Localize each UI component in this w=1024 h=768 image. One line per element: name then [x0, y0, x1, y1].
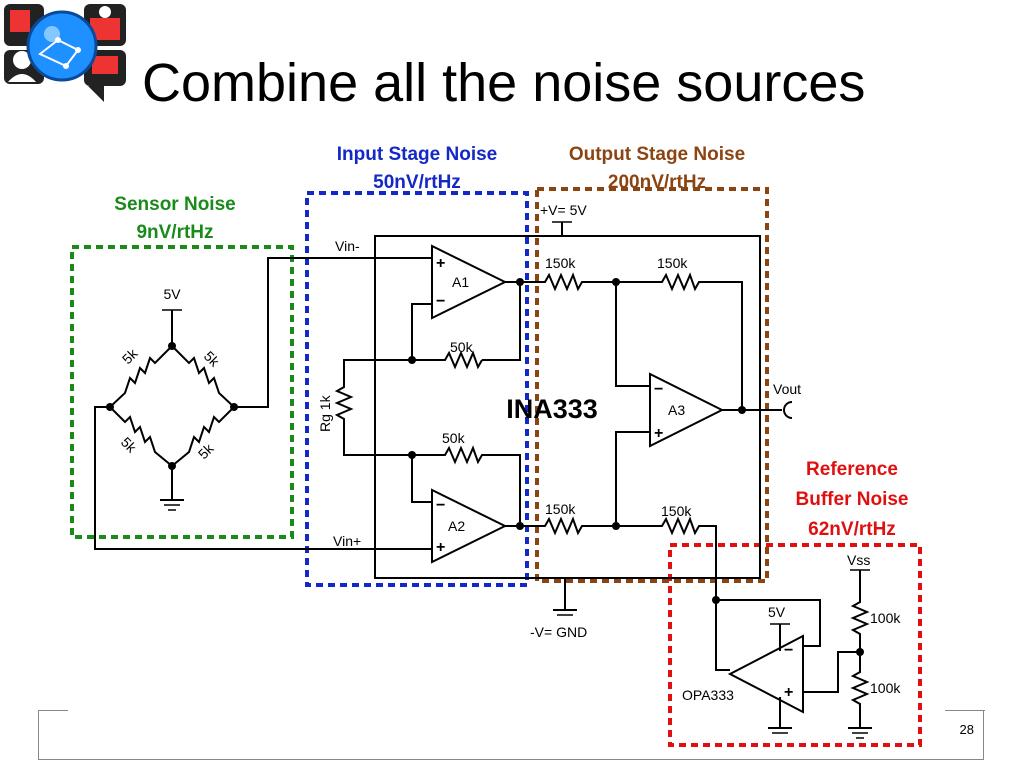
- opa333-label: OPA333: [682, 687, 734, 703]
- svg-text:5k: 5k: [119, 345, 141, 367]
- svg-text:−: −: [436, 497, 445, 514]
- opa-supply-label: 5V: [768, 604, 786, 620]
- op-amp-opa333: − + OPA333: [682, 634, 804, 714]
- svg-text:+: +: [436, 255, 445, 272]
- sensor-bridge: 5V 5k 5k 5k 5k: [94, 257, 370, 550]
- footer-rule-right: [945, 710, 985, 711]
- footer-rule-left: [38, 710, 68, 711]
- sensor-noise-title: Sensor Noise: [114, 194, 235, 215]
- resistor-rg: Rg 1k: [317, 359, 412, 456]
- ina333-outline: [374, 235, 761, 579]
- ina333-label: INA333: [506, 394, 598, 424]
- svg-text:5k: 5k: [195, 440, 217, 462]
- svg-text:Rg 1k: Rg 1k: [317, 394, 333, 432]
- sensor-noise-value: 9nV/rtHz: [136, 222, 213, 243]
- svg-text:50k: 50k: [442, 430, 466, 446]
- svg-text:50k: 50k: [450, 339, 474, 355]
- input-stage-noise-region: [305, 191, 529, 587]
- vin-minus-label: Vin-: [335, 238, 360, 254]
- bridge-resistor-top-left: 5k: [109, 345, 173, 408]
- svg-text:+: +: [436, 539, 445, 556]
- svg-text:100k: 100k: [870, 680, 901, 696]
- bridge-resistor-top-right: 5k: [171, 345, 235, 408]
- neg-supply-label: -V= GND: [530, 624, 587, 640]
- resistor-100k-bottom: 100k: [850, 652, 901, 728]
- resistor-100k-top: 100k: [850, 570, 901, 652]
- svg-text:−: −: [784, 642, 793, 659]
- svg-text:100k: 100k: [870, 610, 901, 626]
- pos-supply-label: +V= 5V: [540, 202, 587, 218]
- input-stage-noise-value: 50nV/rtHz: [373, 172, 461, 193]
- input-stage-noise-title: Input Stage Noise: [337, 144, 497, 165]
- reference-noise-title-1: Reference: [806, 459, 898, 480]
- bridge-resistor-bottom-right: 5k: [171, 406, 235, 467]
- reference-noise-value: 62nV/rtHz: [808, 519, 896, 540]
- svg-text:150k: 150k: [657, 255, 688, 271]
- a2-label: A2: [448, 518, 465, 534]
- page-number: 28: [959, 722, 974, 737]
- resistor-150k-4: 150k: [616, 503, 717, 600]
- footer-frame: [38, 710, 984, 760]
- output-stage-noise-value: 200nV/rtHz: [608, 172, 706, 193]
- output-stage-noise-title: Output Stage Noise: [569, 144, 745, 165]
- sensor-noise-region: [70, 245, 294, 539]
- svg-text:+: +: [784, 684, 793, 701]
- svg-text:−: −: [436, 293, 445, 310]
- reference-noise-title-2: Buffer Noise: [796, 489, 909, 510]
- a3-label: A3: [668, 402, 685, 418]
- svg-text:5k: 5k: [118, 434, 140, 456]
- svg-text:150k: 150k: [545, 255, 576, 271]
- bridge-supply-label: 5V: [163, 286, 181, 302]
- resistor-150k-1: 150k: [520, 255, 616, 292]
- resistor-50k-bottom: 50k: [412, 430, 521, 527]
- resistor-150k-3: 150k: [520, 501, 616, 536]
- vout-label: Vout: [773, 381, 801, 397]
- svg-text:150k: 150k: [661, 503, 692, 519]
- reference-buffer-noise-region: [668, 543, 922, 747]
- op-amp-a2: − + A2: [431, 488, 508, 564]
- slide-title: Combine all the noise sources: [142, 53, 866, 113]
- bridge-resistor-bottom-left: 5k: [109, 406, 173, 467]
- logo-graphic: [4, 4, 126, 102]
- a1-label: A1: [452, 274, 469, 290]
- op-amp-a1: + − A1: [431, 244, 508, 320]
- resistor-50k-top: 50k: [412, 339, 483, 370]
- vin-plus-label: Vin+: [333, 533, 361, 549]
- vss-label: Vss: [847, 552, 870, 568]
- resistor-150k-2: 150k: [616, 255, 743, 410]
- svg-text:150k: 150k: [545, 501, 576, 517]
- op-amp-a3: − + A3: [649, 372, 725, 448]
- logo: [0, 0, 140, 110]
- svg-text:−: −: [654, 381, 663, 398]
- output-stage-noise-region: [535, 187, 769, 583]
- svg-text:+: +: [654, 425, 663, 442]
